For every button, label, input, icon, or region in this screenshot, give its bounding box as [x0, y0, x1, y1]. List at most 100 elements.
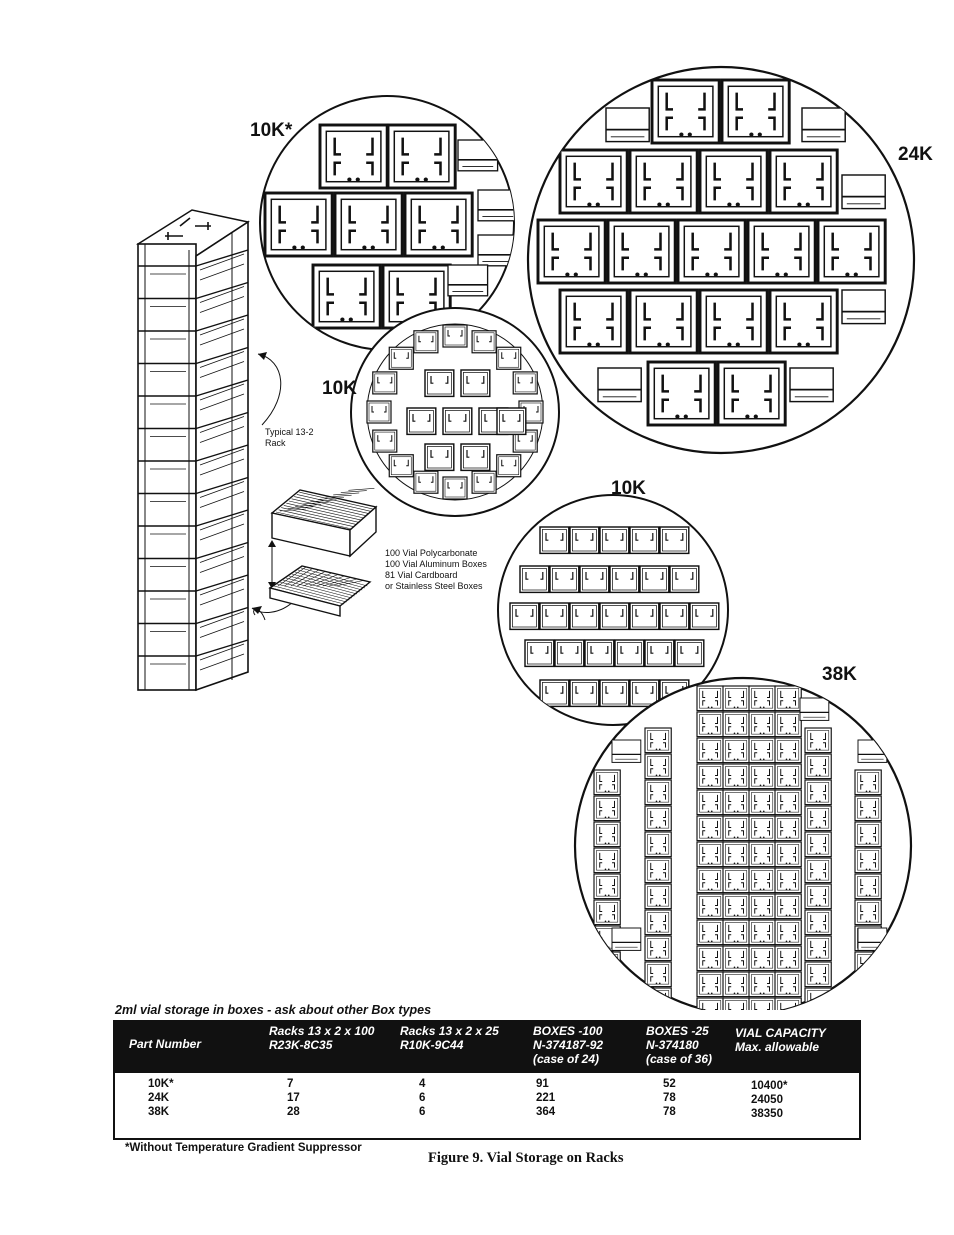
table-row: 10K* 24K 38K	[148, 1077, 174, 1119]
storage-box	[854, 769, 882, 796]
storage-box	[804, 831, 832, 858]
cell-boxes-100: 364	[536, 1106, 556, 1118]
storage-box	[593, 821, 621, 848]
storage-box	[509, 602, 540, 631]
storage-box	[748, 763, 776, 790]
storage-box	[722, 685, 750, 712]
storage-box	[579, 565, 610, 594]
storage-box	[644, 883, 672, 910]
cell-part-number: 24K	[148, 1092, 170, 1104]
cell-boxes-25: 52	[663, 1078, 676, 1090]
rack-illustration	[136, 209, 250, 692]
storage-box	[774, 789, 802, 816]
storage-box	[593, 873, 621, 900]
storage-box	[388, 346, 414, 370]
storage-box	[496, 454, 522, 478]
storage-box	[857, 927, 888, 952]
storage-box	[696, 711, 724, 738]
header-line: Racks 13 x 2 x 25	[400, 1024, 499, 1038]
storage-box	[628, 148, 699, 215]
storage-box	[722, 815, 750, 842]
cell-racks-100: 28	[287, 1106, 300, 1118]
cell-vial-capacity: 38350	[751, 1108, 783, 1120]
table-caption: 2ml vial storage in boxes - ask about ot…	[115, 1003, 432, 1017]
storage-box	[774, 711, 802, 738]
storage-box	[768, 148, 839, 215]
storage-box	[569, 526, 600, 555]
storage-box	[774, 867, 802, 894]
cell-boxes-25: 78	[663, 1106, 676, 1118]
storage-box	[569, 679, 600, 708]
storage-box	[722, 945, 750, 972]
storage-box	[609, 565, 640, 594]
storage-box	[789, 367, 835, 403]
storage-box	[536, 218, 607, 285]
storage-box	[599, 679, 630, 708]
storage-box	[457, 139, 499, 172]
storage-box	[854, 847, 882, 874]
storage-box	[696, 945, 724, 972]
table-col-racks-25: 4 6 6	[419, 1077, 425, 1119]
storage-box	[748, 711, 776, 738]
storage-box	[722, 997, 750, 1010]
storage-box	[722, 971, 750, 998]
storage-box	[748, 971, 776, 998]
storage-box	[774, 971, 802, 998]
storage-box	[748, 919, 776, 946]
storage-box	[722, 841, 750, 868]
col-header-vial-capacity: VIAL CAPACITY Max. allowable	[735, 1026, 826, 1054]
cell-boxes-25: 78	[663, 1092, 676, 1104]
storage-box	[774, 919, 802, 946]
storage-box	[854, 899, 882, 926]
storage-box	[558, 288, 629, 355]
storage-box	[496, 407, 527, 436]
cell-racks-100: 7	[287, 1078, 294, 1090]
storage-box	[611, 739, 642, 764]
header-line: Part Number	[129, 1037, 202, 1051]
cell-racks-25: 4	[419, 1078, 426, 1090]
storage-box	[644, 961, 672, 988]
vial-storage-illustration	[136, 65, 916, 1010]
storage-box	[748, 893, 776, 920]
storage-box	[639, 565, 670, 594]
storage-box	[519, 565, 550, 594]
storage-box	[539, 602, 570, 631]
layout-38k	[573, 676, 913, 1010]
storage-box	[593, 899, 621, 926]
cell-racks-25: 6	[419, 1092, 426, 1104]
storage-box	[644, 857, 672, 884]
col-header-boxes-25: BOXES -25 N-374180 (case of 36)	[646, 1024, 712, 1066]
storage-box	[512, 371, 538, 395]
storage-box	[774, 841, 802, 868]
storage-box	[460, 443, 491, 472]
storage-box	[774, 685, 802, 712]
cell-boxes-100: 91	[536, 1078, 549, 1090]
storage-box	[539, 526, 570, 555]
box-note-line: 100 Vial Aluminum Boxes	[385, 559, 487, 569]
cell-racks-25: 6	[419, 1106, 426, 1118]
storage-box	[388, 454, 414, 478]
storage-box	[584, 639, 615, 668]
storage-box	[424, 443, 455, 472]
storage-box	[659, 526, 690, 555]
storage-box	[722, 711, 750, 738]
storage-box	[644, 639, 675, 668]
storage-box	[841, 174, 887, 210]
storage-box	[696, 789, 724, 816]
rack-note: Typical 13-2 Rack	[265, 427, 314, 449]
storage-box	[644, 779, 672, 806]
storage-box	[599, 602, 630, 631]
layout-24k	[526, 65, 916, 455]
storage-box	[696, 763, 724, 790]
storage-box	[774, 737, 802, 764]
storage-box	[696, 685, 724, 712]
storage-box	[768, 288, 839, 355]
storage-box	[854, 821, 882, 848]
col-header-racks-25: Racks 13 x 2 x 25 R10K-9C44	[400, 1024, 499, 1052]
storage-box	[804, 883, 832, 910]
storage-box	[854, 951, 882, 978]
storage-box	[816, 218, 887, 285]
storage-box	[804, 753, 832, 780]
storage-box	[689, 602, 720, 631]
storage-box	[263, 191, 334, 258]
